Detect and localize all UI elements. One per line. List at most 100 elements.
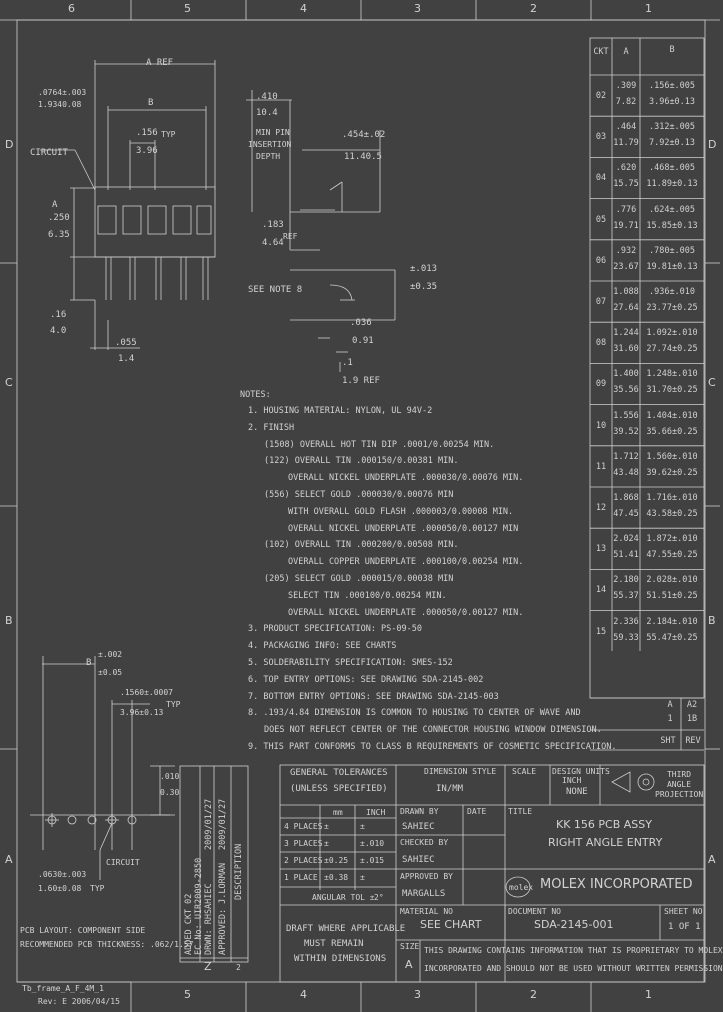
ckt-cell-b-inch: .156±.005: [648, 81, 696, 91]
zone-left-c: C: [5, 376, 13, 389]
ckt-cell-b-mm: 35.66±0.25: [646, 426, 698, 437]
tb-approved-by-label: APPROVED BY: [400, 872, 453, 881]
dim-pin-in: .055: [115, 338, 137, 348]
tb-unless: (UNLESS SPECIFIED): [290, 784, 388, 794]
zone-left-d: D: [5, 138, 14, 151]
tb-document-label: DOCUMENT NO: [508, 907, 561, 916]
ckt-cell-a-inch: 1.712: [613, 451, 639, 462]
note-line: (102) OVERALL TIN .000200/0.00508 MIN.: [264, 540, 459, 551]
tb-place-inch: ±.015: [360, 856, 385, 865]
ckt-cell-circuit: 15: [595, 626, 607, 637]
pcb-hole-mm: 1.60±0.08: [38, 884, 82, 893]
pcb-offset-mm: 0.30: [160, 788, 180, 797]
rev-letter: Z: [204, 960, 212, 973]
ckt-cell-b-mm: 23.77±0.25: [646, 303, 698, 313]
tb-place-label: 3 PLACES: [284, 839, 323, 848]
tb-title-label: TITLE: [508, 807, 533, 816]
note-line: 9. THIS PART CONFORMS TO CLASS B REQUIRE…: [248, 742, 617, 752]
note-line: (556) SELECT GOLD .000030/0.00076 MIN: [264, 490, 454, 500]
dim-tol-in: ±.013: [410, 264, 438, 274]
tb-proprietary-2: INCORPORATED AND SHOULD NOT BE USED WITH…: [424, 964, 723, 973]
dim-pitch-in: .156: [136, 128, 158, 138]
tb-approved: MARGALLS: [402, 889, 446, 899]
pcb-label-thickness: RECOMMENDED PCB THICKNESS: .062/1.57: [20, 940, 194, 949]
ckt-cell-a-inch: 2.180: [613, 575, 639, 586]
ckt-cell-b-mm: 3.96±0.13: [648, 97, 696, 107]
dim-b: B: [148, 98, 154, 108]
ckt-cell-a-mm: 11.79: [613, 138, 639, 149]
tb-title-line1: KK 156 PCB ASSY: [556, 818, 652, 831]
rev-number: 2: [236, 963, 241, 972]
ckt-cell-b-mm: 39.62±0.25: [646, 467, 698, 478]
tb-design-units: INCH: [562, 776, 582, 785]
ckt-cell-circuit: 03: [595, 132, 607, 143]
ckt-cell-circuit: 06: [595, 255, 607, 266]
zone-right-d: D: [708, 138, 717, 151]
ckt-cell-b-inch: .624±.005: [648, 204, 696, 215]
footer-revision: Rev: E 2006/04/15: [38, 997, 120, 1006]
note-line: 5. SOLDERABILITY SPECIFICATION: SMES-152: [248, 658, 453, 668]
tb-draft-1: DRAFT WHERE APPLICABLE: [286, 924, 406, 934]
ckt-cell-b-inch: 1.248±.010: [646, 369, 698, 380]
note-line: 6. TOP ENTRY OPTIONS: SEE DRAWING SDA-21…: [248, 674, 484, 685]
tb-title-line2: RIGHT ANGLE ENTRY: [548, 836, 663, 849]
tb-place-label: 1 PLACE: [284, 873, 318, 882]
dim-pin-mm: 1.4: [118, 354, 135, 364]
note-line: OVERALL NICKEL UNDERPLATE .000050/0.0012…: [288, 607, 524, 618]
ckt-cell-circuit: 12: [595, 503, 607, 513]
pcb-pitch-in: .1560±.0007: [120, 688, 173, 697]
tb-projection: THIRD ANGLE PROJECTION: [655, 770, 704, 799]
ckt-cell-a-mm: 31.60: [613, 344, 639, 355]
tb-design-units-label: DESIGN UNITS: [552, 767, 610, 776]
ckt-cell-b-mm: 11.89±0.13: [646, 179, 698, 190]
ckt-cell-b-inch: 1.560±.010: [646, 451, 698, 462]
dim-length-mm: 11.40.5: [344, 152, 382, 162]
ckt-cell-a-mm: 19.71: [613, 220, 639, 231]
rev-ec-number: EC No: UIR2009-2850: [194, 857, 204, 955]
note-line: 7. BOTTOM ENTRY OPTIONS: SEE DRAWING SDA…: [248, 691, 499, 702]
sheet-cell-rev: REV: [685, 736, 701, 746]
tb-date-label: DATE: [467, 807, 487, 816]
ckt-cell-b-mm: 7.92±0.13: [648, 138, 696, 149]
pcb-circuit: CIRCUIT: [106, 858, 140, 867]
pcb-dim-b: B: [86, 658, 92, 668]
tb-dim-style: IN/MM: [436, 784, 464, 794]
ckt-cell-b-inch: 1.716±.010: [646, 493, 698, 503]
pcb-hole-in: .0630±.003: [38, 870, 87, 879]
note-line: (205) SELECT GOLD .000015/0.00038 MIN: [264, 574, 454, 584]
tb-sheet: 1 OF 1: [668, 922, 701, 932]
ckt-cell-a-inch: .620: [615, 163, 637, 174]
note-line: 3. PRODUCT SPECIFICATION: PS-09-50: [248, 624, 422, 635]
label-min-pin: MIN PIN: [256, 128, 290, 137]
ckt-cell-circuit: 07: [595, 297, 607, 307]
ckt-cell-circuit: 04: [595, 173, 607, 184]
tb-draft-2: MUST REMAIN: [304, 939, 364, 949]
ckt-cell-circuit: 11: [595, 461, 607, 472]
tb-place-mm: ±0.25: [324, 856, 349, 865]
pcb-tol-mm: ±0.05: [98, 668, 123, 677]
ckt-cell-b-inch: .780±.005: [648, 245, 696, 256]
label-ref: REF: [283, 232, 298, 241]
tb-size-label: SIZE: [400, 942, 420, 951]
tb-checked: SAHIEC: [402, 855, 435, 865]
zone-left-a: A: [5, 853, 13, 866]
rev-drawn: DRWN: RHSAHIEC: [204, 883, 214, 955]
dim-small-in: .036: [350, 318, 372, 328]
tb-company: MOLEX INCORPORATED: [540, 877, 693, 892]
ckt-cell-b-inch: .468±.005: [648, 163, 696, 174]
pcb-label-layout: PCB LAYOUT: COMPONENT SIDE: [20, 926, 146, 935]
dim-tail-mm: 4.0: [50, 326, 67, 336]
note-line: OVERALL COPPER UNDERPLATE .000100/0.0025…: [288, 557, 524, 568]
tb-place-label: 4 PLACES: [284, 822, 323, 831]
tb-place-label: 2 PLACES: [284, 856, 323, 865]
zone-bottom-3: 3: [414, 988, 421, 1001]
tb-material-label: MATERIAL NO: [400, 907, 453, 916]
ckt-cell-circuit: 10: [595, 420, 607, 431]
dim-pitch-mm: 3.96: [136, 146, 158, 156]
ckt-cell-b-mm: 19.81±0.13: [646, 261, 698, 272]
dim-e1: .1: [342, 358, 353, 368]
ckt-cell-b-mm: 27.74±0.25: [646, 344, 698, 355]
ckt-cell-a-mm: 51.41: [613, 550, 639, 561]
tb-material: SEE CHART: [420, 918, 482, 931]
